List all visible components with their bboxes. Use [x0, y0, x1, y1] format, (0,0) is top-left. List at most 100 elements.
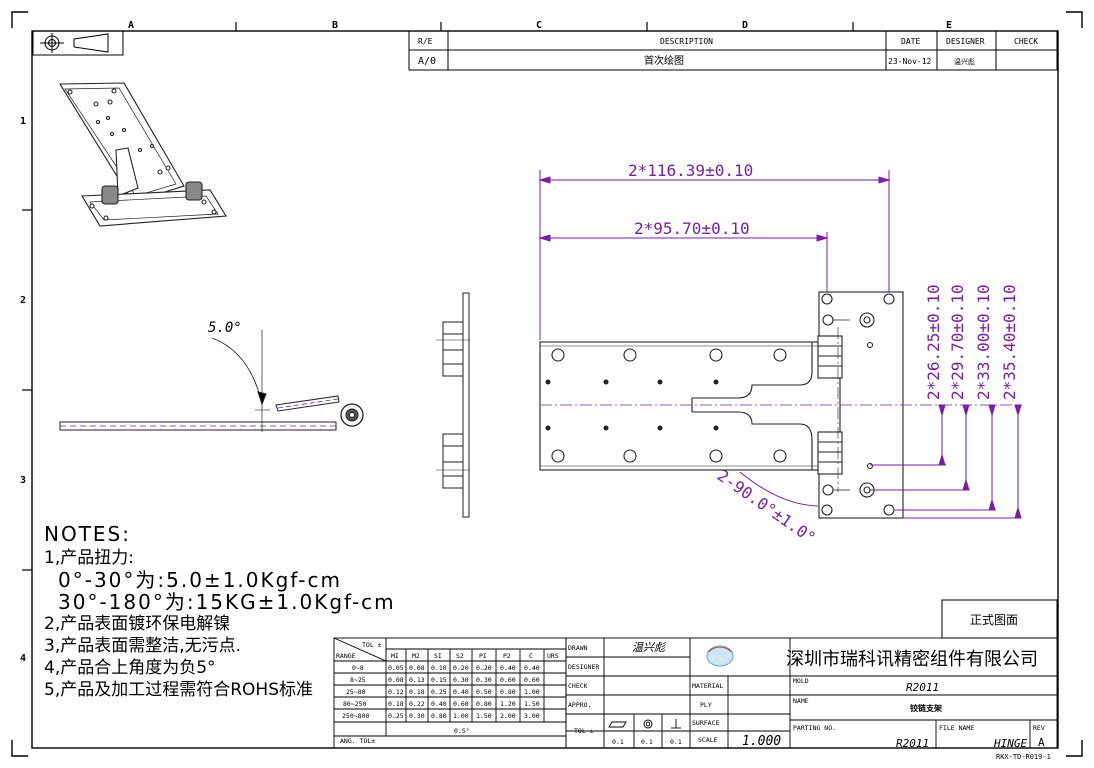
tol-cell: 0.30: [409, 712, 425, 720]
tol-cell: 0.22: [409, 700, 425, 708]
rev-header-designer: DESIGNER: [946, 37, 985, 46]
zone-row-1: 1: [20, 116, 26, 127]
dim-width-outer: 2*116.39±0.10: [628, 161, 753, 180]
tol-cell: 0.30: [476, 676, 492, 684]
tol-header: MI: [391, 652, 399, 660]
zone-row-3: 3: [20, 475, 26, 486]
revision-table: [408, 30, 1058, 71]
tol-cell: 0.18: [409, 688, 425, 696]
projection-symbol-icon: [32, 30, 124, 56]
dim-height-1: 2*26.25±0.10: [924, 284, 943, 400]
dim-height-4: 2*35.40±0.10: [1000, 284, 1019, 400]
side-angle-label: 5.0°: [208, 320, 242, 336]
concentricity-icon: [643, 719, 653, 729]
tol-cell: 0.60: [524, 676, 540, 684]
rev-header-date: DATE: [901, 37, 920, 46]
rev-header-re: R/E: [418, 37, 433, 46]
tol-range: 0~8: [352, 664, 364, 672]
dim-open-angle: 2-90.0°±1.0°: [714, 466, 820, 548]
scale-label: SCALE: [698, 736, 718, 744]
tol-cell: 0.80: [500, 688, 516, 696]
ply-label: PLY: [700, 701, 712, 709]
tol-cell: 0.05: [388, 664, 404, 672]
geo-tol-flatness: 0.1: [612, 738, 624, 746]
zone-ticks: [22, 22, 854, 571]
notes-title: NOTES:: [44, 522, 131, 546]
rev-value: A: [1038, 736, 1045, 749]
tol-ang-label: ANG. TOL±: [340, 737, 375, 745]
name-value: 铰链支架: [910, 703, 942, 713]
tol-cell: 0.20: [453, 664, 469, 672]
tol-cell: 1.50: [476, 712, 492, 720]
isometric-view: [59, 82, 227, 227]
tol-header: S2: [456, 652, 464, 660]
tol-corner-top: TOL ±: [362, 641, 382, 649]
rev-value-description: 首次绘图: [644, 54, 684, 67]
appro-label: APPRO.: [568, 701, 591, 709]
geo-tol-concentric: 0.1: [641, 738, 653, 746]
rev-value-re: A/0: [418, 56, 436, 67]
drawn-label: DRAWN: [568, 644, 588, 652]
official-drawing-label: 正式图面: [970, 613, 1018, 627]
tol-header: P2: [503, 652, 511, 660]
tol-cell: 0.50: [476, 688, 492, 696]
tol-cell: 0.13: [409, 676, 425, 684]
note-1a: 0°-30°为:5.0±1.0Kgf-cm: [58, 568, 342, 592]
tol-header: SI: [434, 652, 442, 660]
tol-cell: 0.40: [431, 700, 447, 708]
mold-value: R2011: [906, 681, 939, 694]
check-label: CHECK: [568, 682, 588, 690]
tol-cell: 2.00: [500, 712, 516, 720]
main-view-holes: [545, 293, 895, 516]
tol-range: 25~80: [346, 688, 366, 696]
notes-block: NOTES: 1,产品扭力: 0°-30°为:5.0±1.0Kgf-cm 30°…: [44, 522, 396, 701]
zone-row-2: 2: [20, 295, 26, 306]
form-code: RKX-TD-R019-1: [996, 753, 1051, 761]
tol-cell: 0.40: [453, 688, 469, 696]
dim-height-3: 2*33.00±0.10: [974, 284, 993, 400]
geo-tol-perpendicular: 0.1: [670, 738, 682, 746]
side-view: [59, 330, 364, 432]
tol-cell: 0.40: [500, 664, 516, 672]
tol-cell: 0.08: [409, 664, 425, 672]
zone-col-d: D: [742, 20, 748, 31]
drawn-value: 温兴彪: [632, 641, 667, 654]
tol-cell: 0.30: [453, 676, 469, 684]
tol-range: 8~25: [350, 676, 366, 684]
zone-row-4: 4: [20, 653, 26, 664]
note-1b: 30°-180°为:15KG±1.0Kgf-cm: [58, 590, 396, 614]
parting-label: PARTING NO.: [793, 724, 836, 732]
tol-cell: 1.20: [500, 700, 516, 708]
tol-range: 80~250: [343, 700, 367, 708]
tol-header: C: [529, 652, 533, 660]
tol-ang-value: 0.5°: [454, 727, 470, 735]
scale-value: 1.000: [742, 734, 781, 749]
tol-cell: 0.60: [453, 700, 469, 708]
flatness-icon: [608, 721, 627, 728]
company-logo-icon: [706, 645, 734, 667]
tol-cell: 0.40: [524, 664, 540, 672]
dim-width-inner: 2*95.70±0.10: [634, 219, 750, 238]
company-name: 深圳市瑞科讯精密组件有限公司: [786, 649, 1038, 670]
tol-cell: 1.00: [453, 712, 469, 720]
rev-value-date: 23-Nov-12: [888, 57, 932, 66]
dim-height-2: 2*29.70±0.10: [948, 284, 967, 400]
parting-value: R2011: [896, 737, 929, 750]
designer-label: DESIGNER: [568, 663, 599, 671]
tol-header: PI: [479, 652, 487, 660]
tol-cell: 0.80: [431, 712, 447, 720]
tol-cell: 0.25: [431, 688, 447, 696]
zone-col-c: C: [536, 20, 542, 31]
rev-header-check: CHECK: [1014, 37, 1038, 46]
tol-range: 250~800: [342, 712, 369, 720]
tol-cell: 0.10: [431, 664, 447, 672]
material-label: MATERIAL: [692, 682, 723, 690]
tol-header: URS: [547, 652, 559, 660]
rev-value-designer: 温兴彪: [954, 57, 975, 66]
title-block: [565, 637, 1058, 749]
tol-cell: 0.08: [388, 676, 404, 684]
tol-cell: 0.12: [388, 688, 404, 696]
tol-corner-bottom: RANGE: [336, 652, 356, 660]
tol-label: TOL ±: [574, 727, 594, 735]
